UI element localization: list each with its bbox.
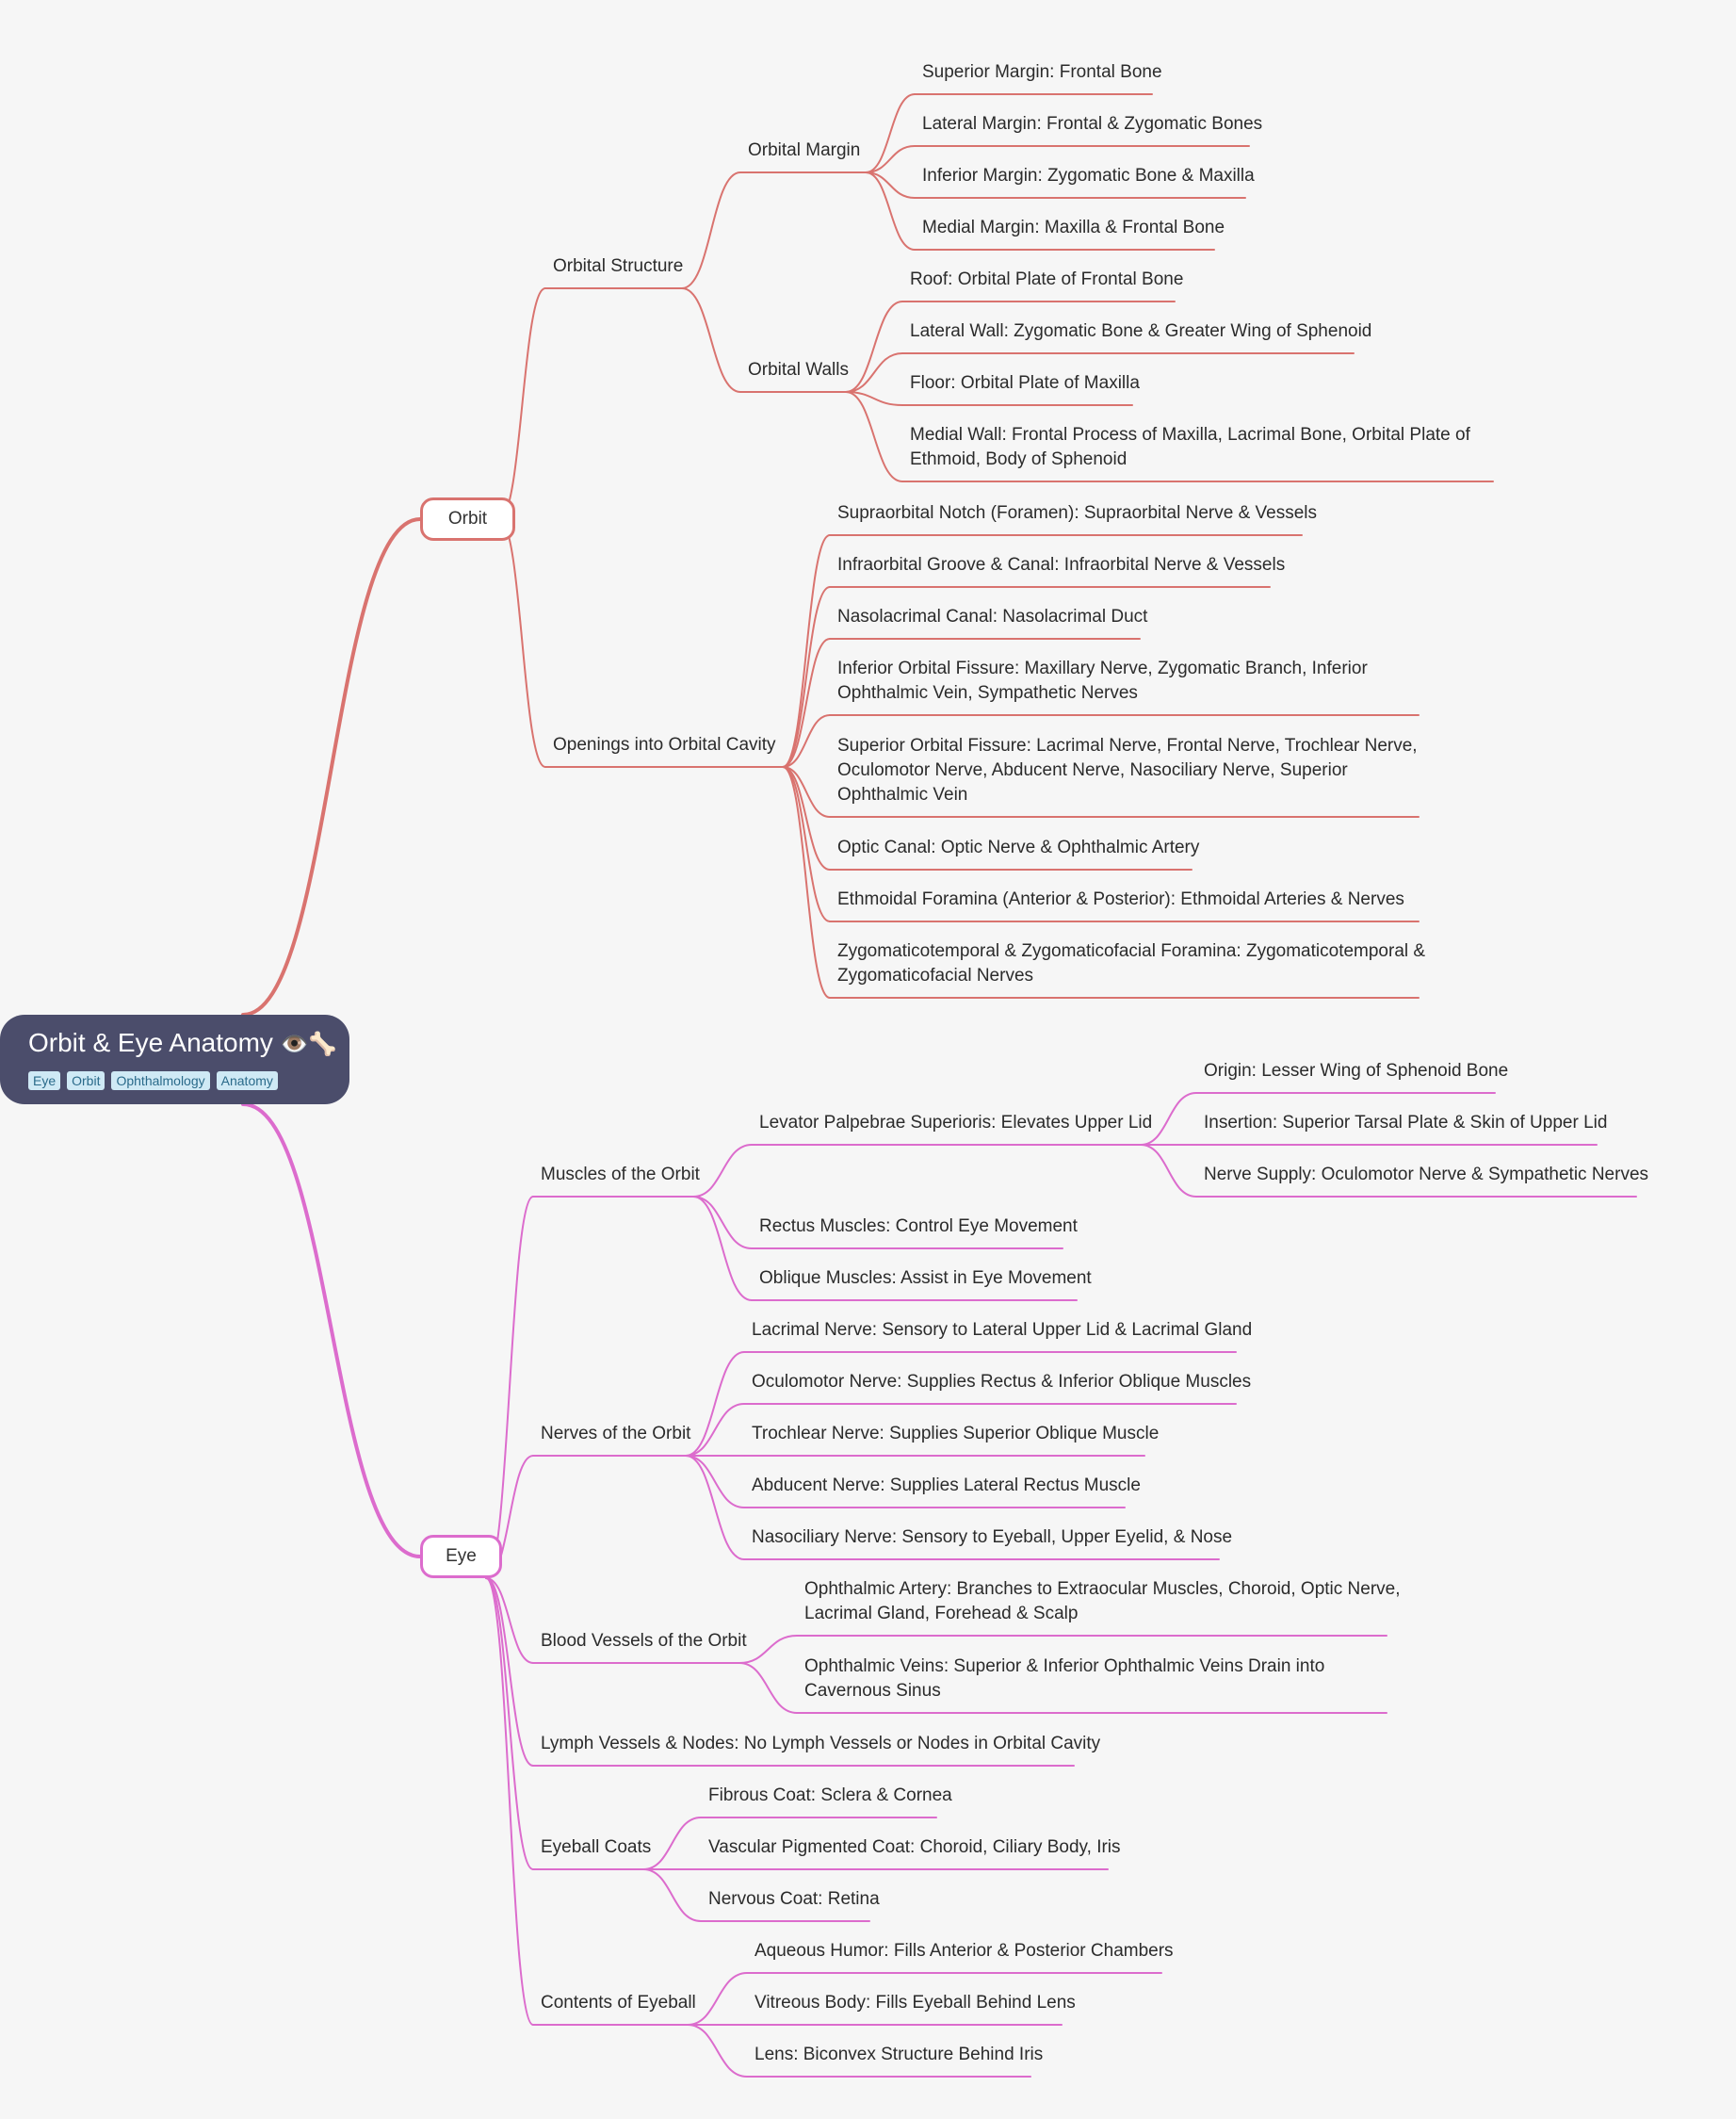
edge-leaf-fibrous-coat [642, 1817, 702, 1870]
leaf-insertion[interactable]: Insertion: Superior Tarsal Plate & Skin … [1204, 1113, 1608, 1133]
tag-orbit[interactable]: Orbit [67, 1071, 105, 1090]
edge-leaf-lacrimal-nerve [685, 1351, 745, 1457]
edge-leaf-ophthalmic-artery [738, 1635, 798, 1664]
blood-vessels-of-the-orbit[interactable]: Blood Vessels of the Orbit [541, 1631, 747, 1651]
leaf-inferior-margin[interactable]: Inferior Margin: Zygomatic Bone & Maxill… [922, 166, 1255, 186]
orbital-margin[interactable]: Orbital Margin [748, 140, 861, 160]
tag-list: Eye Orbit Ophthalmology Anatomy [28, 1071, 349, 1090]
leaf-inferior-orbital-fissure[interactable]: Inferior Orbital Fissure: Maxillary Nerv… [837, 659, 1368, 703]
edge-leaf-oculomotor-nerve [685, 1403, 745, 1457]
leaf-rectus-muscles[interactable]: Rectus Muscles: Control Eye Movement [759, 1216, 1078, 1236]
branch-orbit[interactable]: Orbit [420, 497, 515, 541]
leaf-ophthalmic-artery[interactable]: Ophthalmic Artery: Branches to Extraocul… [804, 1579, 1401, 1623]
edge-leaf-nervous-coat [642, 1868, 702, 1922]
edge-leaf-rectus-muscles [692, 1196, 753, 1249]
leaf-oculomotor-nerve[interactable]: Oculomotor Nerve: Supplies Rectus & Infe… [752, 1372, 1252, 1392]
contents-of-eyeball[interactable]: Contents of Eyeball [541, 1993, 696, 2013]
leaf-ophthalmic-veins[interactable]: Ophthalmic Veins: Superior & Inferior Op… [804, 1656, 1325, 1701]
leaf-infraorbital-groove[interactable]: Infraorbital Groove & Canal: Infraorbita… [837, 555, 1286, 575]
leaf-fibrous-coat[interactable]: Fibrous Coat: Sclera & Cornea [708, 1785, 952, 1805]
orbital-structure[interactable]: Orbital Structure [553, 256, 684, 276]
leaf-abducent-nerve[interactable]: Abducent Nerve: Supplies Lateral Rectus … [752, 1475, 1141, 1495]
edge-leaf-lens [687, 2024, 748, 2078]
edge-leaf-abducent-nerve [685, 1455, 745, 1508]
leaf-nasociliary-nerve[interactable]: Nasociliary Nerve: Sensory to Eyeball, U… [752, 1527, 1233, 1547]
eyeball-coats[interactable]: Eyeball Coats [541, 1837, 652, 1857]
lymph-vessels-nodes[interactable]: Lymph Vessels & Nodes: No Lymph Vessels … [541, 1734, 1101, 1753]
leaf-lateral-wall[interactable]: Lateral Wall: Zygomatic Bone & Greater W… [910, 321, 1372, 341]
leaf-lateral-margin[interactable]: Lateral Margin: Frontal & Zygomatic Bone… [922, 114, 1263, 134]
edge-eye-lymph-vessels-nodes [485, 1577, 534, 1767]
root-title-text: Orbit & Eye Anatomy [28, 1028, 273, 1057]
edge-eye-contents-of-eyeball [485, 1577, 534, 2026]
edge-leaf-ophthalmic-veins [738, 1662, 798, 1714]
edge-root-eye [241, 1102, 422, 1558]
leaf-superior-margin[interactable]: Superior Margin: Frontal Bone [922, 62, 1162, 82]
edge-leaf-optic-canal [782, 766, 831, 871]
edge-eye-eyeball-coats [485, 1577, 534, 1870]
branch-eye[interactable]: Eye [420, 1535, 502, 1578]
edge-leaf-nasociliary-nerve [685, 1455, 745, 1560]
edge-leaf-supraorbital-notch [782, 534, 831, 768]
edge-leaf-floor [845, 391, 903, 406]
eye-bone-emoji-icon: 👁️🦴 [280, 1032, 337, 1057]
leaf-floor[interactable]: Floor: Orbital Plate of Maxilla [910, 373, 1140, 393]
leaf-aqueous-humor[interactable]: Aqueous Humor: Fills Anterior & Posterio… [754, 1941, 1174, 1961]
edge-leaf-nerve-supply [1140, 1144, 1197, 1198]
muscles-of-the-orbit[interactable]: Muscles of the Orbit [541, 1165, 700, 1184]
leaf-origin[interactable]: Origin: Lesser Wing of Sphenoid Bone [1204, 1061, 1509, 1081]
edge-eye-blood-vessels-of-the-orbit [485, 1577, 534, 1664]
edge-orbit-orbital-structure [498, 287, 546, 520]
leaf-ethmoidal-foramina[interactable]: Ethmoidal Foramina (Anterior & Posterior… [837, 889, 1404, 909]
edge-leaf-roof [845, 301, 903, 393]
edge-leaf-zygomatic-foramina [782, 766, 831, 999]
edge-levator-palpebrae [692, 1144, 753, 1198]
tag-anatomy[interactable]: Anatomy [216, 1071, 278, 1090]
leaf-trochlear-nerve[interactable]: Trochlear Nerve: Supplies Superior Obliq… [752, 1424, 1160, 1443]
nerves-of-the-orbit[interactable]: Nerves of the Orbit [541, 1424, 691, 1443]
leaf-zygomatic-foramina[interactable]: Zygomaticotemporal & Zygomaticofacial Fo… [837, 941, 1426, 986]
edge-leaf-medial-margin [865, 171, 916, 251]
leaf-nerve-supply[interactable]: Nerve Supply: Oculomotor Nerve & Sympath… [1204, 1165, 1649, 1184]
levator-palpebrae[interactable]: Levator Palpebrae Superioris: Elevates U… [759, 1113, 1153, 1133]
edge-leaf-aqueous-humor [687, 1972, 748, 2026]
leaf-oblique-muscles[interactable]: Oblique Muscles: Assist in Eye Movement [759, 1268, 1092, 1288]
tag-eye[interactable]: Eye [28, 1071, 61, 1090]
leaf-optic-canal[interactable]: Optic Canal: Optic Nerve & Ophthalmic Ar… [837, 838, 1200, 857]
edge-os-orbital-margin [681, 171, 741, 289]
leaf-nasolacrimal-canal[interactable]: Nasolacrimal Canal: Nasolacrimal Duct [837, 607, 1148, 627]
root-node[interactable]: Orbit & Eye Anatomy 👁️🦴 Eye Orbit Ophtha… [0, 1015, 349, 1104]
tag-ophthalmology[interactable]: Ophthalmology [111, 1071, 210, 1090]
edge-leaf-inferior-orbital-fissure [782, 714, 831, 768]
leaf-lacrimal-nerve[interactable]: Lacrimal Nerve: Sensory to Lateral Upper… [752, 1320, 1253, 1340]
edge-leaf-origin [1140, 1092, 1197, 1146]
orbital-walls[interactable]: Orbital Walls [748, 360, 849, 380]
leaf-supraorbital-notch[interactable]: Supraorbital Notch (Foramen): Supraorbit… [837, 503, 1318, 523]
edge-leaf-ethmoidal-foramina [782, 766, 831, 922]
edge-leaf-medial-wall [845, 391, 903, 482]
leaf-roof[interactable]: Roof: Orbital Plate of Frontal Bone [910, 269, 1184, 289]
leaf-medial-margin[interactable]: Medial Margin: Maxilla & Frontal Bone [922, 218, 1225, 237]
edge-leaf-nasolacrimal-canal [782, 638, 831, 768]
edge-leaf-superior-orbital-fissure [782, 766, 831, 818]
leaf-nervous-coat[interactable]: Nervous Coat: Retina [708, 1889, 880, 1909]
edge-root-orbit [241, 517, 422, 1017]
edge-leaf-inferior-margin [865, 171, 916, 199]
edge-orbit-openings-into-orbital-cavity [498, 518, 546, 768]
leaf-lens[interactable]: Lens: Biconvex Structure Behind Iris [754, 2045, 1044, 2064]
edge-leaf-superior-margin [865, 93, 916, 173]
edge-leaf-lateral-wall [845, 352, 903, 393]
leaf-vitreous-body[interactable]: Vitreous Body: Fills Eyeball Behind Lens [754, 1993, 1076, 2013]
edge-os-orbital-walls [681, 287, 741, 393]
edge-leaf-lateral-margin [865, 145, 916, 173]
root-title: Orbit & Eye Anatomy 👁️🦴 [28, 1026, 349, 1062]
leaf-superior-orbital-fissure[interactable]: Superior Orbital Fissure: Lacrimal Nerve… [837, 736, 1418, 805]
openings-into-orbital-cavity[interactable]: Openings into Orbital Cavity [553, 735, 776, 755]
leaf-medial-wall[interactable]: Medial Wall: Frontal Process of Maxilla,… [910, 425, 1470, 469]
edge-leaf-oblique-muscles [692, 1196, 753, 1301]
edge-leaf-infraorbital-groove [782, 586, 831, 768]
leaf-vascular-coat[interactable]: Vascular Pigmented Coat: Choroid, Ciliar… [708, 1837, 1121, 1857]
